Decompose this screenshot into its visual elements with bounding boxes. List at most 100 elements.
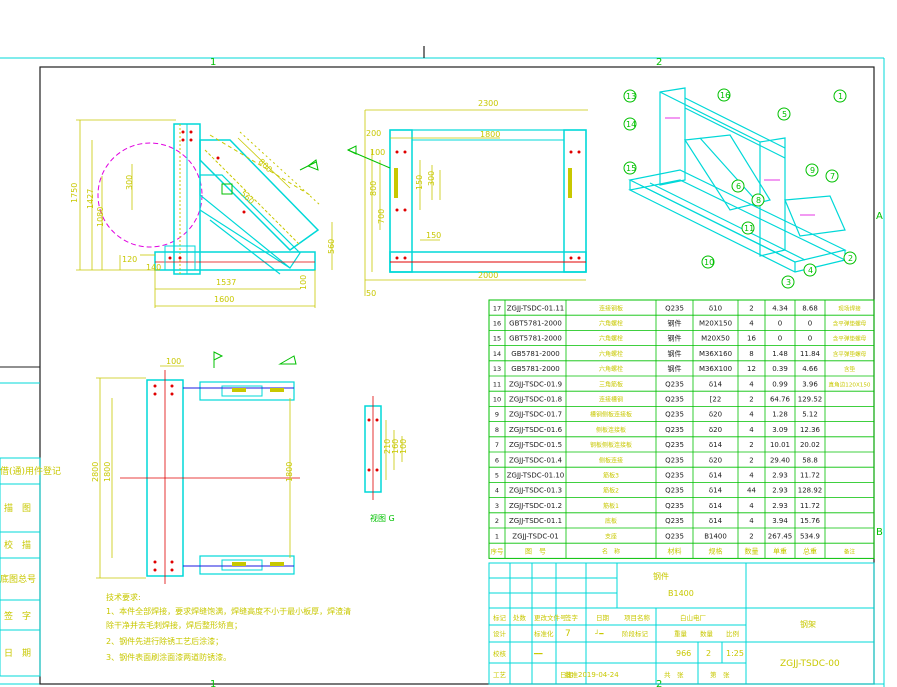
tb-date-label: 日期 [560, 671, 574, 679]
bom-cell: 11 [493, 380, 501, 388]
bom-cell: [22 [710, 396, 722, 404]
bom-cell: 1.28 [772, 411, 788, 419]
bom-cell: 0 [778, 335, 782, 343]
bom-cell: GB5781-2000 [511, 365, 559, 373]
bom-cell: 1 [495, 532, 499, 540]
bom-cell: GB5781-2000 [511, 350, 559, 358]
stamp-base-number: 底图总号 [0, 573, 36, 585]
bom-cell: 2 [495, 517, 499, 525]
bom-cell: 7 [495, 441, 499, 449]
balloon-8: 8 [751, 193, 765, 207]
svg-text:15: 15 [626, 164, 636, 173]
zone-label-bottom-1: 1 [210, 679, 216, 687]
bom-cell: Q235 [665, 517, 684, 525]
bom-cell: δ14 [709, 380, 723, 388]
bom-cell: 20.02 [800, 441, 820, 449]
zone-labels: 1 2 1 2 A B [210, 57, 883, 687]
tb-project-value: 白山电厂 [680, 613, 707, 622]
bom-cell: Q235 [665, 411, 684, 419]
zone-label-bottom-2: 2 [656, 679, 662, 687]
notes-title: 技术要求: [106, 592, 141, 602]
bom-cell: GBT5781-2000 [509, 320, 562, 328]
bom-cell: 0.39 [772, 365, 788, 373]
bom-cell: 钢板侧板连接板 [590, 441, 632, 449]
tb-sign-c: ┘━ [595, 629, 604, 638]
tb-mark: 标记 [493, 613, 507, 622]
tb-sign: 签字 [565, 613, 579, 622]
bom-cell: 0 [808, 320, 812, 328]
tb-weight-label: 重量 [674, 630, 688, 638]
bom-cell: δ10 [709, 304, 722, 312]
bom-cell: 10 [493, 396, 501, 404]
bom-cell: 4 [749, 517, 754, 525]
stamp-date: 日 期 [4, 648, 31, 659]
front-dim-140: 140 [146, 263, 161, 272]
side-dim-1800: 1800 [480, 130, 500, 139]
bom-cell: Q235 [665, 487, 684, 495]
bom-cell: Q235 [665, 472, 684, 480]
bom-cell: 钢件 [668, 334, 682, 343]
bom-cell: M20X150 [699, 320, 732, 328]
bom-cell: 16 [747, 335, 756, 343]
bom-cell: 2 [749, 456, 753, 464]
side-dim-150: 150 [426, 231, 441, 240]
bom-cell: 六角螺栓 [599, 335, 623, 343]
svg-text:9: 9 [810, 166, 815, 175]
bom-cell: 15.76 [800, 517, 821, 525]
bom-cell: 含平弹垫螺母 [833, 320, 867, 328]
balloon-1: 1 [833, 89, 847, 103]
bom-cell: 筋板2 [603, 487, 619, 495]
svg-text:13: 13 [626, 92, 636, 101]
bom-cell: δ14 [709, 517, 723, 525]
bom-cell: 六角螺栓 [599, 320, 623, 328]
side-dim-100: 100 [370, 148, 385, 157]
bom-cell: 4 [749, 426, 754, 434]
bom-cell: 4 [749, 320, 754, 328]
bom-cell: ZGJJ-TSDC-01.4 [509, 456, 563, 464]
bom-cell: 4.34 [772, 304, 788, 312]
bom-header: 序号 [491, 547, 505, 556]
bom-cell: 2 [749, 441, 753, 449]
tb-std: 标准化 [534, 629, 554, 638]
front-dim-560: 560 [327, 239, 336, 254]
svg-text:3: 3 [786, 278, 791, 287]
zone-label-top-1: 1 [210, 57, 216, 68]
front-dim-1750: 1750 [70, 183, 79, 203]
bom-cell: 29.40 [770, 456, 790, 464]
bom-cell: ZGJJ-TSDC-01 [512, 532, 558, 540]
bom-cell: 支座 [605, 532, 617, 540]
balloon-6: 6 [731, 179, 745, 193]
tb-sheet-no: 第 张 [710, 670, 730, 679]
balloon-2: 2 [843, 251, 857, 265]
bom-cell: 10.01 [770, 441, 790, 449]
bom-cell: Q235 [665, 456, 684, 464]
bom-cell: 534.9 [800, 532, 820, 540]
plan-dim-1800-right: 1800 [285, 462, 294, 482]
svg-text:4: 4 [808, 266, 813, 275]
svg-text:14: 14 [626, 120, 636, 129]
svg-text:1: 1 [838, 92, 843, 101]
bom-cell: ZGJJ-TSDC-01.1 [509, 517, 562, 525]
bom-cell: ZGJJ-TSDC-01.2 [509, 502, 562, 510]
tb-part-name: 钢件 [653, 571, 669, 581]
bom-cell: ZGJJ-TSDC-01.11 [507, 304, 565, 312]
notes-line-2: 除干净并去毛刺焊接，焊后整形矫直； [106, 620, 242, 630]
bom-cell: 129.52 [798, 396, 823, 404]
bom-cell: 2.93 [772, 502, 788, 510]
front-dim-1537: 1537 [216, 278, 236, 287]
bom-cell: 侧板连接板 [596, 426, 626, 434]
bom-cell: 2 [749, 532, 753, 540]
bom-cell: Q235 [665, 304, 684, 312]
bom-cell: 9 [495, 411, 499, 419]
iso-view [628, 87, 847, 273]
bom-cell: 5 [495, 472, 499, 480]
bom-cell: 0 [808, 335, 812, 343]
side-dim-2000: 2000 [478, 271, 498, 280]
tb-sheet-total: 共 张 [664, 670, 684, 679]
bom-cell: 筋板3 [603, 472, 619, 480]
side-dim-50: 50 [366, 289, 376, 298]
bom-cell: 连接钢板 [599, 304, 623, 312]
tb-sign-a: 7 [565, 629, 571, 639]
tb-drawing-number: ZGJJ-TSDC-00 [780, 659, 840, 669]
